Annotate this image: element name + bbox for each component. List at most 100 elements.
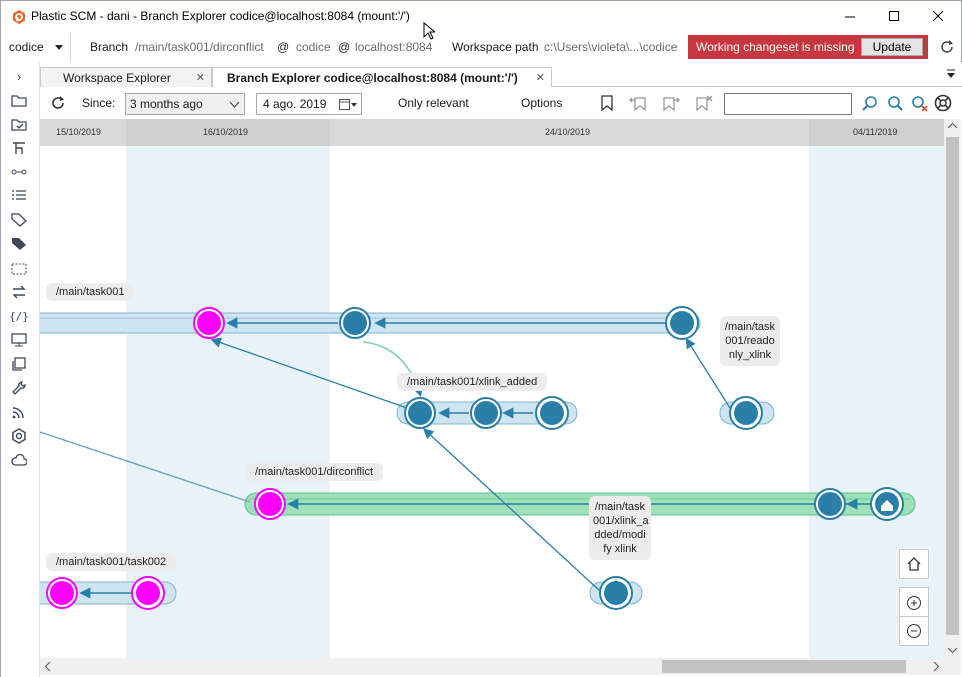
changeset-node[interactable] [193,307,225,339]
maximize-button[interactable] [871,1,917,32]
repository-selector[interactable]: codice [1,32,71,62]
changeset-node[interactable] [470,397,502,429]
attributes-icon[interactable] [10,235,28,253]
mouse-cursor-icon [423,22,435,40]
plastic-logo-icon [13,10,25,24]
copy-icon[interactable] [10,355,28,373]
scroll-thumb[interactable] [662,660,906,673]
changeset-node[interactable] [404,397,436,429]
only-relevant-button[interactable]: Only relevant [398,96,469,110]
branch-label-task002[interactable]: /main/task001/task002 [46,553,177,571]
changeset-node[interactable] [814,488,846,520]
zoom-in-icon [907,595,921,610]
day-band [809,146,944,658]
chevron-down-icon [230,102,239,108]
search-next-icon[interactable] [886,94,904,112]
repository-label: codice [296,40,331,54]
branch-graph-canvas [40,146,944,658]
branch-label-readonly-xlink[interactable]: /main/task 001/reado nly_xlink [720,316,780,366]
feed-icon[interactable] [10,403,28,421]
calendar-icon [339,99,357,110]
branch-label-task001[interactable]: /main/task001 [46,283,135,301]
branch-explorer-graph[interactable]: /main/task001 /main/task001/xlink_added … [40,146,944,658]
zoom-out-button[interactable] [899,616,929,646]
expand-icon[interactable]: › [16,68,22,84]
vertical-scrollbar[interactable] [944,119,961,658]
maximize-icon [888,11,899,21]
shelves-icon[interactable] [10,259,28,277]
sync-icon[interactable] [10,283,28,301]
changeset-node[interactable] [254,488,286,520]
update-button[interactable]: Update [861,38,923,56]
go-home-button[interactable] [899,549,929,579]
zoom-out-icon [907,624,921,638]
changeset-node[interactable] [729,396,763,430]
since-dropdown[interactable]: 3 months ago [125,93,245,115]
pending-changes-icon[interactable] [10,115,28,133]
bookmark-icon[interactable] [598,94,616,112]
scroll-thumb[interactable] [946,137,959,635]
refresh-icon[interactable] [49,94,67,112]
options-button[interactable]: Options [521,96,563,110]
tab-branch-explorer[interactable]: Branch Explorer codice@localhost:8084 (m… [212,67,552,88]
scroll-left-icon[interactable] [45,662,51,671]
refresh-icon[interactable] [939,39,955,55]
wrench-icon[interactable] [10,379,28,397]
branch-path: /main/task001/dirconflict [135,40,264,54]
workspace-path: c:\Users\violeta\...\codice [544,40,678,54]
cloud-icon[interactable] [10,451,28,469]
tab-label: Workspace Explorer [63,70,171,85]
minimize-button[interactable] [827,1,873,32]
scroll-right-icon[interactable] [933,662,939,671]
search-prev-icon[interactable] [861,94,879,112]
search-input[interactable] [724,93,852,115]
help-icon[interactable] [934,94,952,112]
branch-label-dirconflict[interactable]: /main/task001/dirconflict [245,463,383,481]
monitor-icon[interactable] [10,331,28,349]
bookmark-prev-icon[interactable] [629,94,647,112]
zoom-in-button[interactable] [899,587,929,617]
home-icon [907,557,921,571]
close-button[interactable] [915,1,961,32]
tab-menu-icon[interactable] [946,69,956,79]
date-value: 4 ago. 2019 [263,97,327,111]
repository-name: codice [9,40,44,54]
changeset-node[interactable] [339,307,371,339]
changeset-node[interactable] [46,577,78,609]
changeset-node[interactable] [131,576,165,610]
folder-icon[interactable] [10,91,28,109]
timeline-date: 04/11/2019 [853,127,898,137]
home-icon [881,500,893,511]
horizontal-scrollbar[interactable] [40,658,944,675]
label-icon[interactable] [10,211,28,229]
home-changeset-node[interactable] [870,487,904,521]
list-icon[interactable] [10,187,28,205]
changesets-icon[interactable] [10,163,28,181]
changeset-node[interactable] [535,396,569,430]
branch-label-xlink-added[interactable]: /main/task001/xlink_added [397,373,548,391]
bookmark-remove-icon[interactable] [695,94,713,112]
at-separator: @ [277,40,290,54]
date-picker[interactable]: 4 ago. 2019 [256,93,362,115]
plastic-icon[interactable] [10,427,28,445]
scroll-up-icon[interactable] [948,123,957,129]
changeset-warning: Working changeset is missing Update [688,35,928,59]
timeline-date: 16/10/2019 [203,127,249,137]
tab-bar: Workspace Explorer ✕ Branch Explorer cod… [40,62,962,88]
search-clear-icon[interactable] [910,94,928,112]
changeset-node[interactable] [599,576,633,610]
close-tab-icon[interactable]: ✕ [535,72,545,84]
minimize-icon [844,16,855,18]
tab-label: Branch Explorer codice@localhost:8084 (m… [227,71,518,85]
bookmark-next-icon[interactable] [662,94,680,112]
code-icon[interactable]: {/} [9,309,29,323]
title-bar: Plastic SCM - dani - Branch Explorer cod… [0,0,962,32]
since-value: 3 months ago [130,97,203,111]
branch-label-modify-xlink[interactable]: /main/task 001/xlink_a dded/modi fy xlin… [589,496,651,560]
branches-icon[interactable] [10,139,28,157]
changeset-node[interactable] [665,306,699,340]
timeline-header: 15/10/2019 16/10/2019 24/10/2019 04/11/2… [40,119,944,146]
scroll-down-icon[interactable] [948,647,957,653]
close-tab-icon[interactable]: ✕ [195,72,205,84]
tab-workspace-explorer[interactable]: Workspace Explorer ✕ [40,67,212,87]
